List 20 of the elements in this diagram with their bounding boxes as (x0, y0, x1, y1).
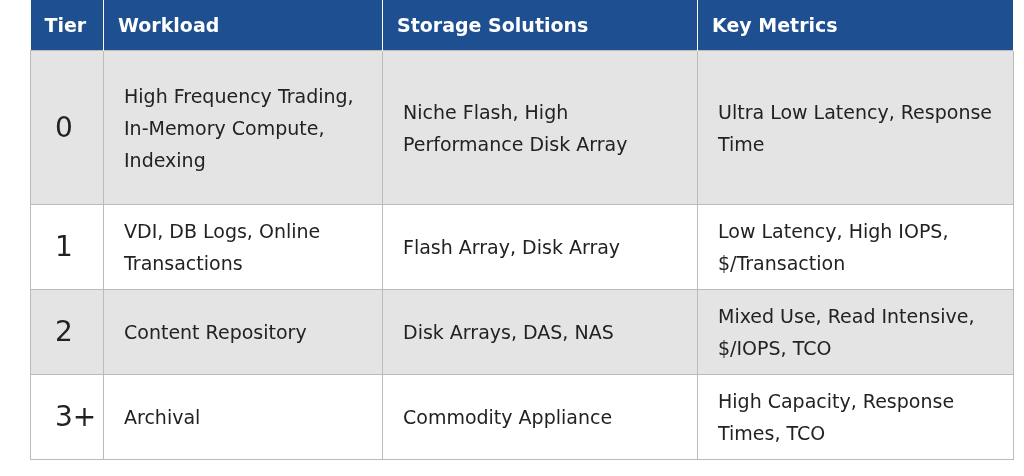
table-cell: Low Latency, High IOPS, $/Transaction (697, 204, 1014, 290)
table-cell: Disk Arrays, DAS, NAS (382, 289, 698, 375)
table-cell: Flash Array, Disk Array (382, 204, 698, 290)
table-cell: Archival (103, 374, 383, 460)
table-cell: Content Repository (103, 289, 383, 375)
tier-number: 3+ (30, 374, 104, 460)
column-header: Workload (103, 0, 383, 51)
tier-number: 2 (30, 289, 104, 375)
column-header: Storage Solutions (382, 0, 698, 51)
table-cell: VDI, DB Logs, Online Transactions (103, 204, 383, 290)
column-header: Tier (30, 0, 104, 51)
table-cell: Ultra Low Latency, Response Time (697, 50, 1014, 205)
tier-number: 1 (30, 204, 104, 290)
table-cell: Commodity Appliance (382, 374, 698, 460)
table-cell: Niche Flash, High Performance Disk Array (382, 50, 698, 205)
table-cell: High Frequency Trading, In-Memory Compute, Indexing (103, 50, 383, 205)
tier-number: 0 (30, 50, 104, 205)
table-cell: Mixed Use, Read Intensive, $/IOPS, TCO (697, 289, 1014, 375)
column-header: Key Metrics (697, 0, 1014, 51)
table-cell: High Capacity, Response Times, TCO (697, 374, 1014, 460)
